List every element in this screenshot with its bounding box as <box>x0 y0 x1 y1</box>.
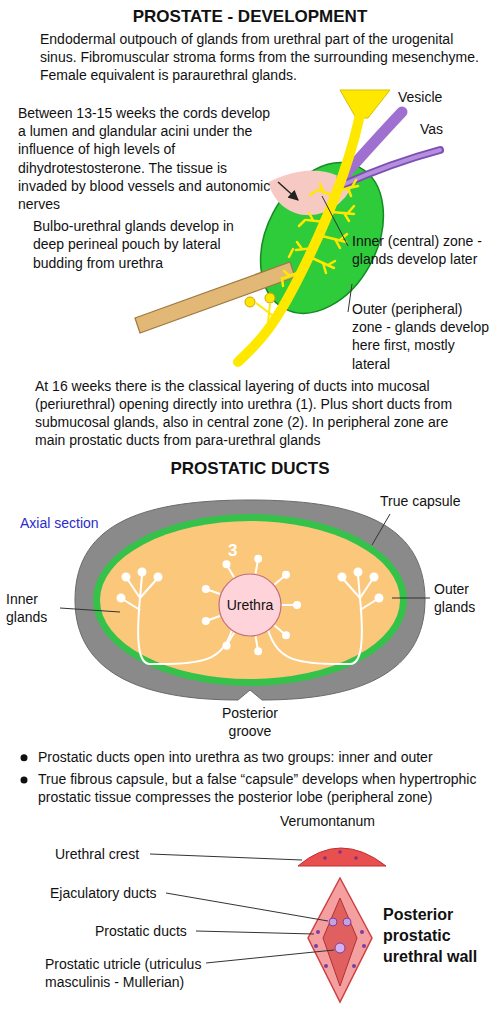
zone-label: Outer (peripheral) zone - glands develop… <box>352 300 492 373</box>
zone-label: Inner (central) zone - glands develop la… <box>352 232 492 268</box>
part-label: Verumontanum <box>280 812 400 830</box>
section-heading: PROSTATIC DUCTS <box>0 458 500 480</box>
axial-section <box>60 500 430 700</box>
note: Bulbo-urethral glands develop in deep pe… <box>33 217 253 272</box>
part-label: Posterior groove <box>200 704 300 740</box>
page-title: PROSTATE - DEVELOPMENT <box>0 6 500 28</box>
intro-note: Endodermal outpouch of glands from ureth… <box>40 30 485 85</box>
note: Between 13-15 weeks the cords develop a … <box>18 104 273 213</box>
part-label: True capsule <box>380 492 480 510</box>
part-label: Urethra <box>227 597 274 613</box>
part-label: Ejaculatory ducts <box>50 884 180 902</box>
part-label: Prostatic utricle (utriculus masculinis … <box>45 955 210 991</box>
part-label: Vesicle <box>398 88 478 106</box>
view-label: Posterior prostatic urethral wall <box>383 905 495 967</box>
part-label: Urethral crest <box>55 845 165 863</box>
bullet-note: Prostatic ducts open into urethra as two… <box>38 748 488 766</box>
part-label: Inner glands <box>6 590 60 626</box>
bullet-note: True fibrous capsule, but a false “capsu… <box>38 770 488 806</box>
bullet-dot <box>21 754 28 761</box>
bullet-dot <box>21 776 28 783</box>
view-label: Axial section <box>20 514 130 532</box>
note: At 16 weeks there is the classical layer… <box>35 377 480 450</box>
part-label: Outer glands <box>434 580 496 616</box>
part-label: Vas <box>420 120 480 138</box>
callout-number: 3 <box>228 540 248 562</box>
urethra-circle: Urethra <box>218 573 282 637</box>
part-label: Prostatic ducts <box>95 922 205 940</box>
